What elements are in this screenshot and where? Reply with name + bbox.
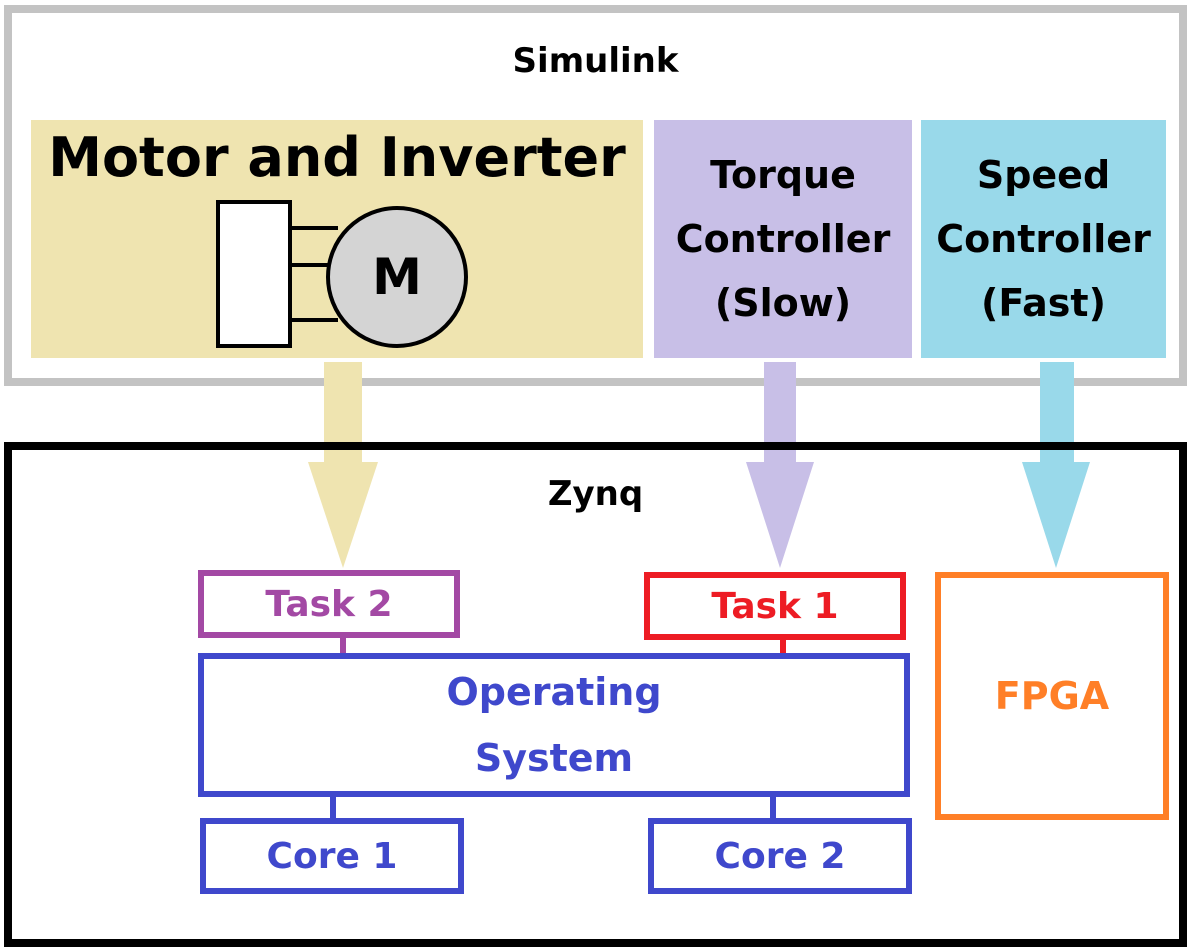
core1-box: Core 1: [200, 818, 464, 894]
os-core2-connector: [770, 795, 776, 821]
motor-lead-line: [288, 226, 338, 230]
motor-icon: M: [326, 206, 468, 348]
torque-controller-block: Torque Controller (Slow): [654, 120, 912, 358]
motor-lead-line: [288, 318, 338, 322]
torque-to-task1-arrow: [746, 362, 814, 568]
fpga-box: FPGA: [935, 572, 1169, 820]
speed-controller-line: (Fast): [981, 281, 1106, 325]
operating-system-box: Operating System: [198, 653, 910, 797]
speed-controller-line: Speed: [976, 153, 1111, 197]
simulink-container: [4, 5, 1187, 386]
torque-controller-line: Controller: [675, 217, 891, 261]
motor-symbol: M: [372, 248, 422, 306]
torque-controller-line: Torque: [710, 153, 856, 197]
simulink-title: Simulink: [512, 41, 679, 81]
speed-to-fpga-arrow: [1022, 362, 1090, 568]
operating-system-line: System: [474, 736, 634, 780]
zynq-container: [4, 442, 1187, 947]
speed-controller-line: Controller: [936, 217, 1151, 261]
task1-box: Task 1: [644, 572, 906, 640]
speed-controller-block: Speed Controller (Fast): [921, 120, 1166, 358]
motor-to-task2-arrow: [308, 362, 378, 568]
motor-lead-line: [288, 263, 338, 267]
os-core1-connector: [330, 795, 336, 821]
operating-system-line: Operating: [446, 670, 662, 714]
torque-controller-line: (Slow): [714, 281, 852, 325]
zynq-title: Zynq: [547, 474, 644, 514]
motor-inverter-title: Motor and Inverter: [48, 125, 626, 189]
inverter-icon: [216, 200, 292, 348]
task1-os-connector: [780, 638, 786, 656]
task2-box: Task 2: [198, 570, 460, 638]
task2-os-connector: [340, 636, 346, 656]
core2-box: Core 2: [648, 818, 912, 894]
